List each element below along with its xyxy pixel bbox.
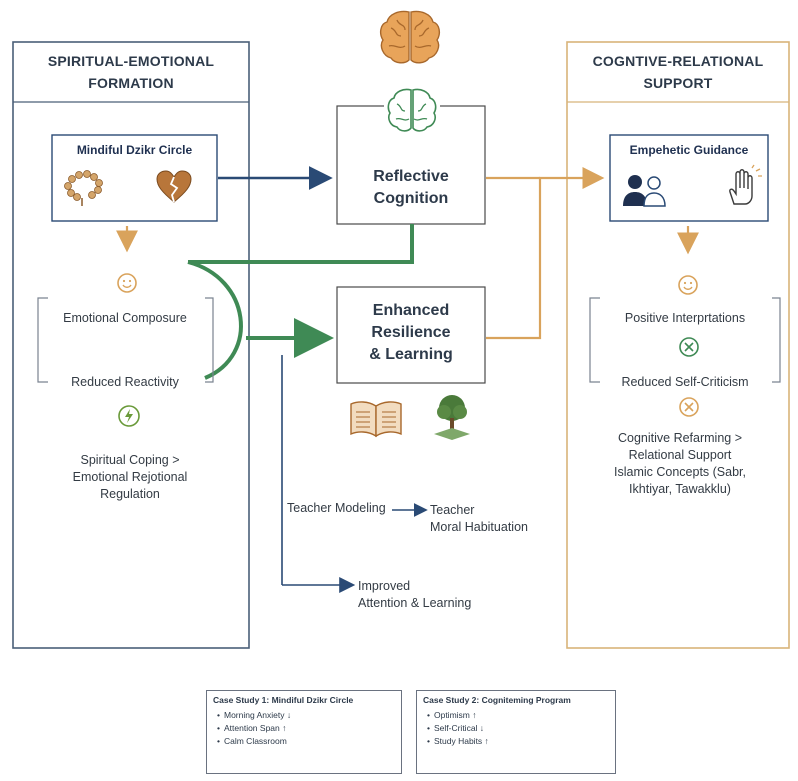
teacher-line1: Teacher bbox=[430, 503, 475, 517]
brain-icon bbox=[379, 10, 441, 64]
resilience-line3: & Learning bbox=[369, 346, 453, 363]
list-item: Optimism ↑ bbox=[434, 709, 609, 722]
dzikr-box-title: Mindiful Dzikr Circle bbox=[76, 143, 193, 157]
reduced-self-criticism-label: Reduced Self-Criticism bbox=[621, 375, 749, 389]
open-book-icon bbox=[350, 401, 402, 438]
right-footer: Cognitive Refarming > Relational Support… bbox=[575, 430, 785, 498]
hand-icon bbox=[729, 164, 762, 205]
reflective-cognition-title: Reflective Cognition bbox=[337, 166, 485, 210]
positive-interpretations-label: Positive Interprtations bbox=[624, 311, 746, 325]
teacher-line2: Moral Habituation bbox=[430, 520, 528, 534]
list-item: Morning Anxiety ↓ bbox=[224, 709, 395, 722]
case-study-2-list: Optimism ↑ Self-Critical ↓ Study Habits … bbox=[423, 709, 609, 748]
case-study-1-title: Case Study 1: Mindiful Dzikr Circle bbox=[213, 695, 354, 705]
lightning-icon bbox=[118, 405, 140, 427]
left-panel-title: SPIRITUAL-EMOTIONAL FORMATION bbox=[13, 50, 249, 94]
resilience-line2: Resilience bbox=[371, 324, 451, 341]
list-item: Study Habits ↑ bbox=[434, 735, 609, 748]
circle-x-icon bbox=[679, 337, 699, 357]
smiley-icon bbox=[678, 275, 698, 295]
teacher-modeling-label: Teacher Modeling bbox=[287, 501, 386, 515]
list-item: Self-Critical ↓ bbox=[434, 722, 609, 735]
list-item: Calm Classroom bbox=[224, 735, 395, 748]
case-study-1-list: Morning Anxiety ↓ Attention Span ↑ Calm … bbox=[213, 709, 395, 748]
right-footer-line3: Islamic Concepts (Sabr, bbox=[614, 465, 746, 479]
reflective-line1: Reflective bbox=[373, 168, 449, 185]
prayer-beads-icon bbox=[64, 170, 103, 206]
right-footer-line4: Ikhtiyar, Tawakklu) bbox=[629, 482, 731, 496]
resilience-line1: Enhanced bbox=[372, 302, 450, 319]
right-footer-line2: Relational Support bbox=[628, 448, 732, 462]
guidance-box-title: Empehetic Guidance bbox=[629, 143, 749, 157]
resilience-box bbox=[336, 286, 486, 384]
right-panel-title: COGNTIVE-RELATIONAL SUPPORT bbox=[567, 50, 789, 94]
case-study-2-title: Case Study 2: Cogniteming Program bbox=[423, 695, 571, 705]
broken-heart-icon bbox=[156, 170, 192, 203]
left-panel-frame bbox=[12, 41, 250, 649]
left-footer-line1: Spiritual Coping > bbox=[80, 453, 180, 467]
people-icon bbox=[623, 175, 666, 207]
left-panel-title-line1: SPIRITUAL-EMOTIONAL bbox=[47, 53, 215, 69]
right-panel-title-line2: SUPPORT bbox=[643, 75, 713, 91]
reflective-line2: Cognition bbox=[373, 190, 449, 207]
enhanced-resilience-title: Enhanced Resilience & Learning bbox=[337, 300, 485, 366]
left-footer-line2: Emotional Rejotional bbox=[72, 470, 188, 484]
improved-line1: Improved bbox=[358, 579, 411, 593]
reduced-reactivity-label: Reduced Reactivity bbox=[71, 375, 179, 389]
right-panel-title-line1: COGNTIVE-RELATIONAL bbox=[592, 53, 764, 69]
left-footer: Spiritual Coping > Emotional Rejotional … bbox=[20, 452, 240, 503]
smiley-icon bbox=[117, 273, 137, 293]
case-study-2: Case Study 2: Cogniteming Program Optimi… bbox=[416, 690, 616, 774]
left-footer-line3: Regulation bbox=[100, 487, 160, 501]
emotional-composure-label: Emotional Composure bbox=[63, 311, 187, 325]
improved-line2: Attention & Learning bbox=[358, 596, 472, 610]
teacher-moral-habituation: Teacher Moral Habituation bbox=[430, 502, 528, 536]
tree-icon bbox=[434, 395, 470, 440]
left-panel-title-line2: FORMATION bbox=[88, 75, 174, 91]
improved-attention-label: Improved Attention & Learning bbox=[358, 578, 471, 612]
case-study-1: Case Study 1: Mindiful Dzikr Circle Morn… bbox=[206, 690, 402, 774]
brain-outline-icon bbox=[384, 86, 440, 134]
right-panel-frame bbox=[566, 41, 790, 649]
circle-x-icon bbox=[679, 397, 699, 417]
right-footer-line1: Cognitive Refarming > bbox=[617, 431, 743, 445]
list-item: Attention Span ↑ bbox=[224, 722, 395, 735]
